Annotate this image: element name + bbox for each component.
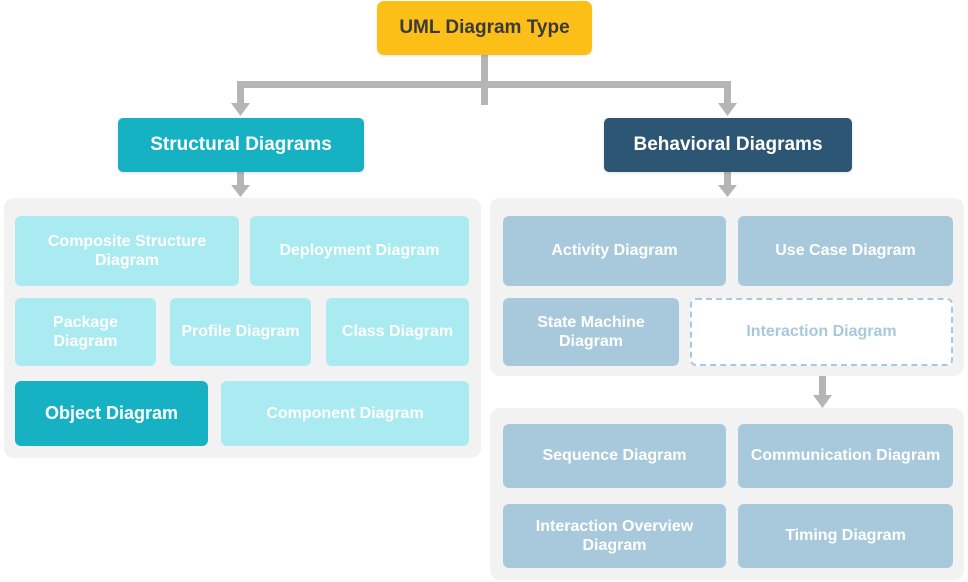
branch-node-structural-diagrams[interactable]: Structural Diagrams: [118, 118, 364, 172]
leaf-deployment-diagram-label: Deployment Diagram: [279, 242, 440, 260]
arrowhead-structural-panel: [231, 185, 250, 197]
leaf-interaction-diagram[interactable]: Interaction Diagram: [690, 298, 953, 366]
leaf-component-diagram[interactable]: Component Diagram: [221, 381, 469, 446]
leaf-timing-diagram-label: Timing Diagram: [785, 527, 906, 545]
leaf-state-machine-diagram[interactable]: State Machine Diagram: [503, 298, 679, 366]
leaf-package-diagram[interactable]: Package Diagram: [15, 298, 156, 366]
leaf-class-diagram[interactable]: Class Diagram: [326, 298, 469, 366]
leaf-sequence-diagram-label: Sequence Diagram: [542, 447, 687, 465]
leaf-activity-diagram-label: Activity Diagram: [551, 242, 678, 260]
connector-behavioral-to-panel: [724, 172, 731, 188]
leaf-object-diagram[interactable]: Object Diagram: [15, 381, 208, 446]
leaf-sequence-diagram[interactable]: Sequence Diagram: [503, 424, 726, 488]
connector-right-drop: [724, 81, 731, 106]
leaf-composite-structure-diagram[interactable]: Composite Structure Diagram: [15, 216, 239, 286]
leaf-profile-diagram[interactable]: Profile Diagram: [170, 298, 311, 366]
leaf-component-diagram-label: Component Diagram: [266, 404, 424, 422]
leaf-interaction-overview-diagram-label: Interaction Overview Diagram: [535, 517, 694, 554]
leaf-communication-diagram[interactable]: Communication Diagram: [738, 424, 953, 488]
root-node-uml-diagram-type[interactable]: UML Diagram Type: [377, 1, 592, 55]
branch-node-structural-label: Structural Diagrams: [150, 133, 332, 155]
branch-node-behavioral-diagrams[interactable]: Behavioral Diagrams: [604, 118, 852, 172]
leaf-object-diagram-label: Object Diagram: [44, 402, 179, 423]
leaf-deployment-diagram[interactable]: Deployment Diagram: [250, 216, 469, 286]
arrowhead-behavioral-panel: [718, 185, 737, 197]
branch-node-behavioral-label: Behavioral Diagrams: [633, 133, 823, 155]
arrowhead-interaction-subpanel: [813, 395, 832, 408]
leaf-class-diagram-label: Class Diagram: [341, 323, 454, 341]
leaf-use-case-diagram[interactable]: Use Case Diagram: [738, 216, 953, 286]
leaf-activity-diagram[interactable]: Activity Diagram: [503, 216, 726, 286]
leaf-interaction-diagram-label: Interaction Diagram: [746, 323, 897, 341]
leaf-use-case-diagram-label: Use Case Diagram: [775, 242, 916, 260]
connector-left-drop: [237, 81, 244, 106]
leaf-timing-diagram[interactable]: Timing Diagram: [738, 504, 953, 568]
root-node-label: UML Diagram Type: [399, 16, 570, 38]
leaf-state-machine-diagram-label: State Machine Diagram: [537, 313, 645, 350]
connector-structural-to-panel: [237, 172, 244, 188]
leaf-profile-diagram-label: Profile Diagram: [181, 323, 300, 341]
leaf-communication-diagram-label: Communication Diagram: [750, 447, 941, 465]
leaf-composite-structure-diagram-label: Composite Structure Diagram: [47, 232, 207, 269]
leaf-package-diagram-label: Package Diagram: [53, 313, 118, 350]
arrowhead-structural-branch: [231, 103, 250, 116]
leaf-interaction-overview-diagram[interactable]: Interaction Overview Diagram: [503, 504, 726, 568]
connector-root-stem: [481, 55, 488, 105]
arrowhead-behavioral-branch: [718, 103, 737, 116]
connector-horizontal-bar: [237, 81, 731, 88]
